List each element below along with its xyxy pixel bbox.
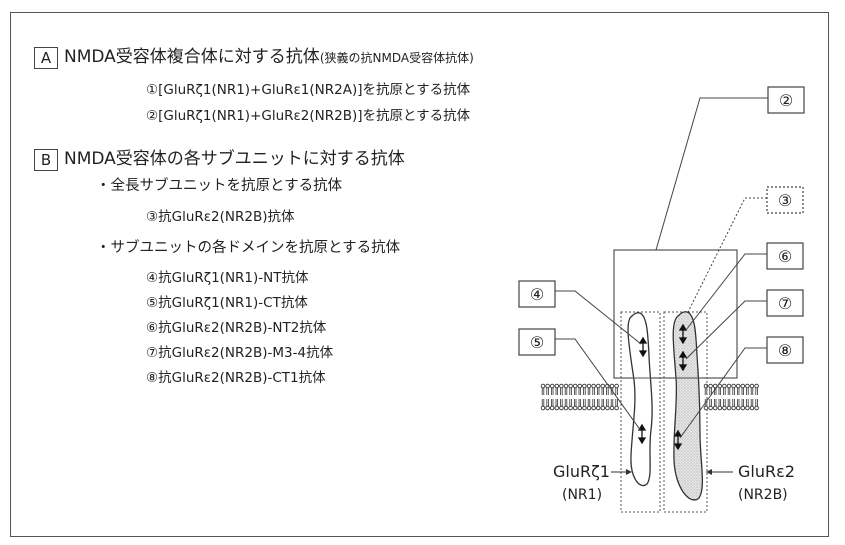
callout-5: ⑤	[519, 329, 555, 355]
callout-5-label: ⑤	[530, 333, 544, 352]
callout-3: ③	[767, 187, 803, 213]
label-glure2: GluRε2	[738, 462, 795, 481]
callout-4: ④	[519, 281, 555, 307]
callout-2-label: ②	[779, 91, 793, 110]
callout-7-leader	[686, 301, 767, 359]
callout-4-label: ④	[530, 285, 544, 304]
callout-8: ⑧	[767, 337, 803, 363]
callout-7: ⑦	[767, 290, 803, 316]
callout-6-label: ⑥	[778, 247, 792, 266]
callout-8-label: ⑧	[778, 341, 792, 360]
callout-2-leader	[656, 98, 768, 250]
membrane-bilayer-right	[704, 384, 758, 410]
callout-7-label: ⑦	[778, 294, 792, 313]
callout-6: ⑥	[767, 243, 803, 269]
callout-3-label: ③	[778, 191, 792, 210]
membrane-bilayer-left	[541, 384, 618, 410]
nr1-subunit-shape	[628, 313, 652, 486]
callout-3-leader	[688, 198, 767, 312]
label-nr2b: (NR2B)	[738, 487, 788, 503]
label-glurz1-arrowhead	[626, 469, 632, 475]
label-glurz1: GluRζ1	[553, 462, 610, 481]
label-nr1: (NR1)	[562, 487, 602, 503]
nr2b-subunit-shape	[673, 312, 702, 500]
callout-2: ②	[768, 87, 804, 113]
